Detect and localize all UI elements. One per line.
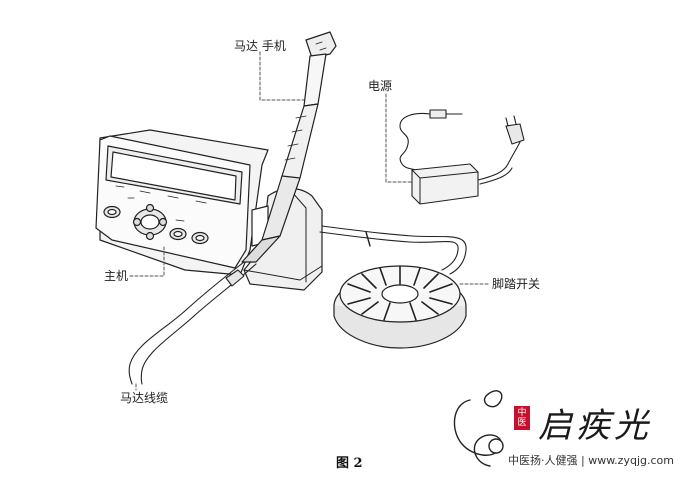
label-motor-handpiece: 马达 手机 bbox=[234, 39, 286, 53]
power-supply-drawing bbox=[399, 109, 525, 205]
foot-switch-drawing bbox=[333, 265, 467, 349]
label-power-supply: 电源 bbox=[368, 79, 393, 93]
main-unit-drawing bbox=[95, 129, 269, 276]
watermark-tagline: 中医扬·人健强 | www.zyqjg.com bbox=[508, 454, 674, 467]
label-foot-switch: 脚踏开关 bbox=[492, 277, 541, 291]
motor-cable-drawing bbox=[128, 261, 257, 385]
footswitch-cable-drawing bbox=[319, 225, 467, 275]
leader-lines bbox=[129, 51, 489, 391]
watermark-logo-mark bbox=[453, 390, 504, 467]
watermark-seal: 中医 bbox=[514, 406, 530, 430]
figure-caption: 图 2 bbox=[336, 456, 363, 471]
label-motor-cable: 马达线缆 bbox=[120, 391, 169, 405]
watermark-brand: 启疾光 bbox=[538, 406, 652, 446]
label-main-unit: 主机 bbox=[104, 269, 129, 283]
handpiece-drawing bbox=[241, 31, 337, 263]
